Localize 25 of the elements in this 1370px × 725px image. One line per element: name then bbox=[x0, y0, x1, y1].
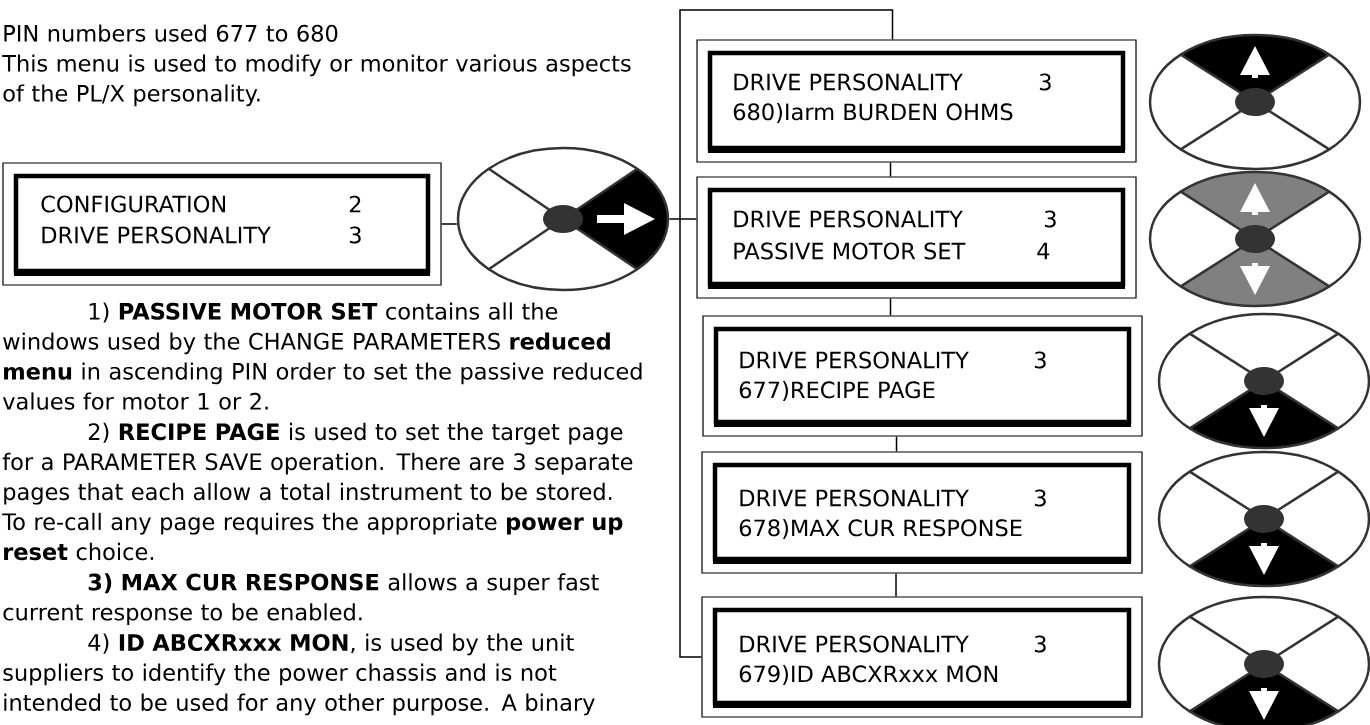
keypad-drawing bbox=[1148, 170, 1362, 308]
heading-text: PIN numbers used 677 to 680 bbox=[4, 24, 338, 42]
connector-line bbox=[889, 161, 892, 178]
connector-line bbox=[895, 435, 898, 453]
keypad-drawing bbox=[1157, 595, 1370, 725]
lcd-display: DRIVE PERSONALITY 3 PASSIVE MOTOR SET 4 bbox=[696, 176, 1137, 299]
connector-line bbox=[668, 218, 698, 220]
connector-line bbox=[889, 297, 892, 317]
connector-line bbox=[895, 572, 897, 598]
paragraph: 2) RECIPE PAGE is used to set the target page for a PARAMETER SAVE operation. There are 3 separate pages that each allow a total instrument to be stored. To re-call any page requires the appropriate power up reset choice. bbox=[2, 422, 633, 561]
lcd-display: DRIVE PERSONALITY 3 680)Iarm BURDEN OHMS bbox=[696, 39, 1137, 163]
paragraph: This menu is used to modify or monitor various aspects of the PL/X personality. bbox=[2, 54, 631, 107]
lcd-display: DRIVE PERSONALITY 3 677)RECIPE PAGE bbox=[702, 315, 1143, 437]
paragraph: 1) PASSIVE MOTOR SET contains all the windows used by the CHANGE PARAMETERS reduced menu in ascending PIN order to set the passive reduced values for motor 1 or 2. bbox=[2, 302, 642, 410]
paragraph: 3) MAX CUR RESPONSE allows a super fast current response to be enabled. bbox=[3, 573, 599, 625]
keypad-drawing bbox=[456, 146, 670, 292]
lcd-display: CONFIGURATION 2 DRIVE PERSONALITY 3 bbox=[2, 162, 442, 286]
connector-line bbox=[679, 9, 894, 658]
keypad-drawing bbox=[1157, 312, 1370, 450]
connector-line bbox=[440, 223, 458, 225]
paragraph: 4) ID ABCXRxxx MON, is used by the unit suppliers to identify the power chassis and is not intended to be used for any other purpose. A binary bbox=[3, 633, 595, 716]
lcd-display: DRIVE PERSONALITY 3 678)MAX CUR RESPONSE bbox=[701, 451, 1143, 574]
keypad-drawing bbox=[1148, 33, 1362, 171]
keypad-drawing bbox=[1157, 450, 1370, 588]
lcd-display: DRIVE PERSONALITY 3 679)ID ABCXRxxx MON bbox=[701, 596, 1143, 718]
